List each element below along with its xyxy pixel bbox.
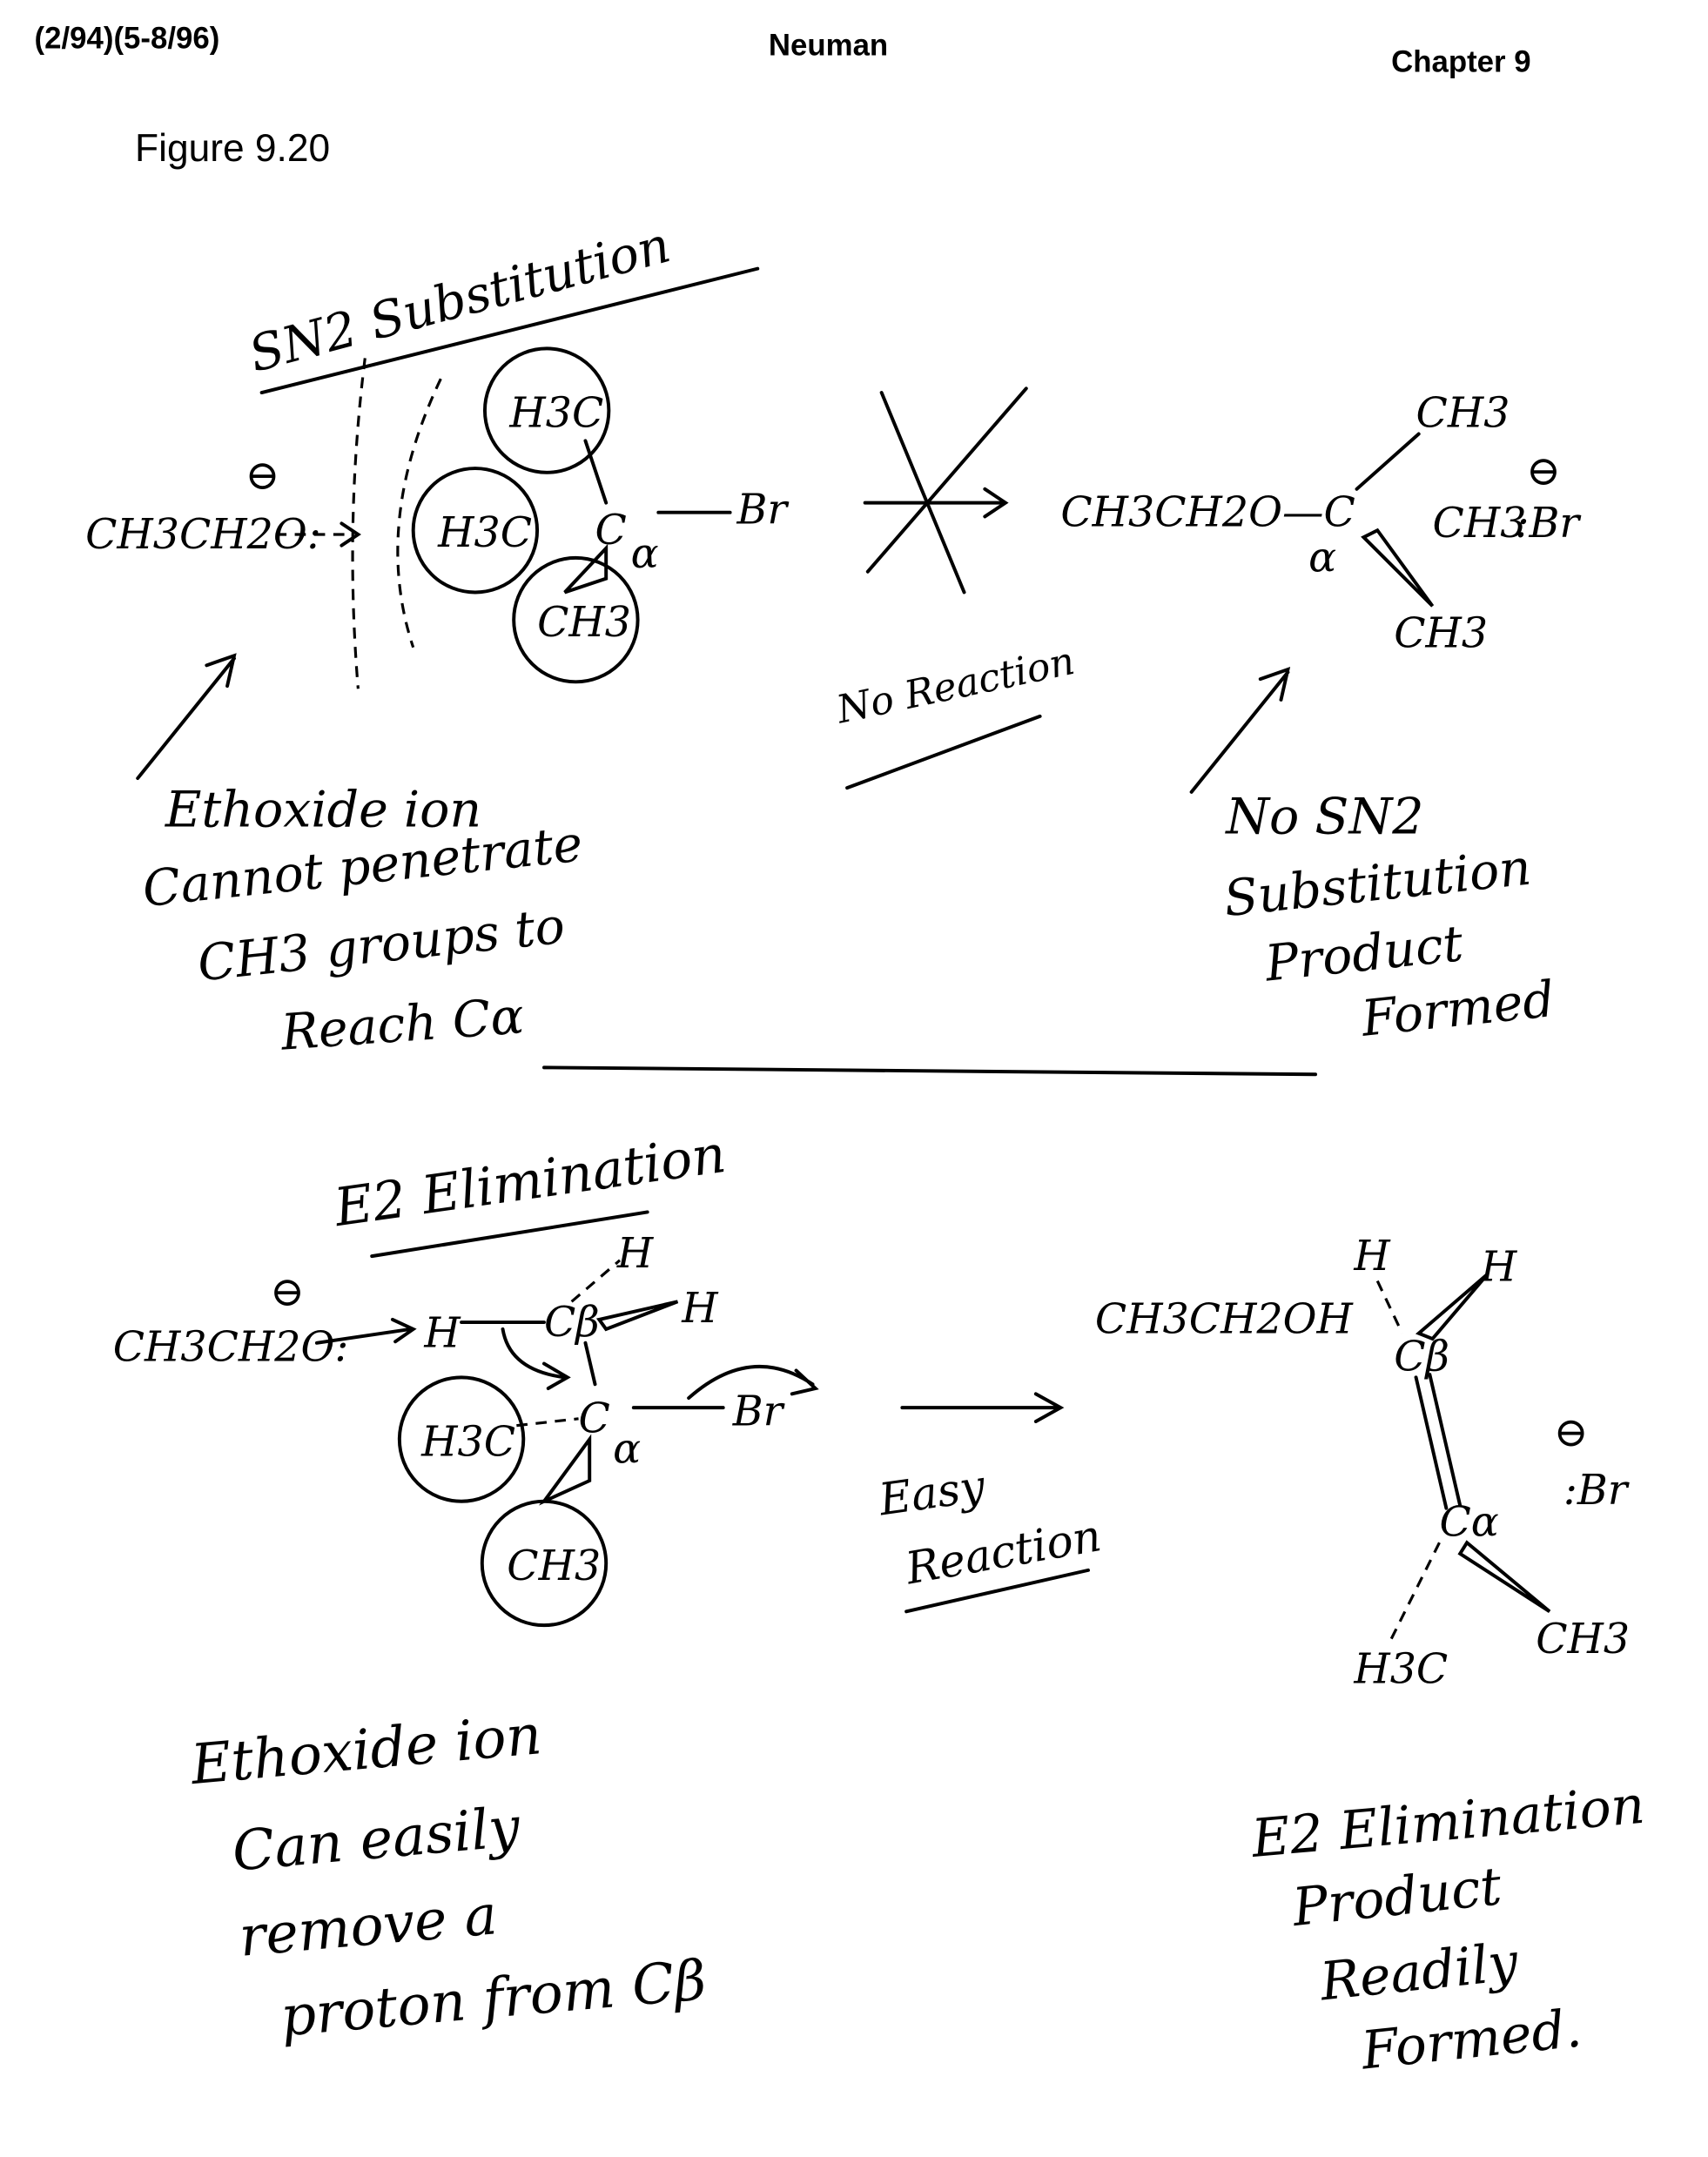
sn2-product-methyl-right: CH3 — [1433, 500, 1527, 548]
wedge-bond — [1457, 1540, 1551, 1613]
wedge-bond — [563, 543, 609, 595]
e2-beta-carbon: Cβ — [544, 1299, 600, 1347]
underline — [904, 1568, 1090, 1614]
e2-product-h-right: H — [1480, 1244, 1518, 1292]
e2-note-left-line: remove a — [237, 1882, 500, 1969]
e2-note-right-line: Readily — [1316, 1932, 1522, 2013]
negative-charge-icon: ⊖ — [1554, 1408, 1589, 1456]
sn2-note-left-line: CH3 groups to — [195, 897, 568, 993]
e2-alpha: α — [613, 1425, 641, 1473]
arrow-head-icon — [983, 487, 1009, 519]
steric-repulsion-lines — [396, 378, 442, 648]
methyl-circle — [512, 555, 640, 684]
cross-icon — [865, 386, 1028, 574]
sn2-product-methyl-bottom: CH3 — [1394, 610, 1488, 658]
e2-title-underline — [370, 1210, 649, 1259]
methyl-circle — [411, 467, 540, 595]
sn2-leaving-group: Br — [736, 486, 790, 534]
e2-product-methyl-left: H3C — [1353, 1646, 1448, 1694]
chapter-label: Chapter 9 — [1391, 44, 1530, 78]
easy-reaction-label: Easy — [875, 1460, 989, 1526]
e2-alpha-carbon: C — [579, 1395, 610, 1443]
methyl-circle — [482, 346, 611, 474]
sn2-product-methyl-top: CH3 — [1416, 390, 1510, 438]
e2-note-left-line: Ethoxide ion — [187, 1702, 543, 1797]
author-label: Neuman — [769, 28, 888, 62]
double-bond — [1414, 1375, 1449, 1510]
bond-line — [583, 439, 609, 505]
sn2-product-chain: CH3CH2O—C — [1060, 489, 1355, 537]
sn2-title-underline — [259, 266, 760, 395]
e2-h-top: H — [616, 1230, 655, 1278]
e2-title: E2 Elimination — [330, 1124, 730, 1239]
reaction-arrow — [900, 1392, 1065, 1423]
hash-bond — [570, 1259, 622, 1303]
sn2-note-left-line: Reach Cα — [279, 987, 526, 1061]
e2-nucleophile: CH3CH2O: — [113, 1323, 349, 1371]
e2-methyl-left: H3C — [420, 1419, 515, 1467]
e2-h-right: H — [681, 1285, 719, 1333]
sn2-carbon: C — [595, 507, 627, 554]
double-bond — [1428, 1373, 1463, 1508]
underline — [845, 714, 1042, 790]
electron-arrow-icon — [687, 1365, 819, 1401]
bond-line — [583, 1341, 597, 1387]
e2-methyl-bottom: CH3 — [507, 1542, 601, 1590]
sn2-bromide: :Br — [1515, 500, 1582, 548]
no-reaction-label: No Reaction — [832, 639, 1079, 733]
sn2-methyl-bottom: CH3 — [537, 599, 631, 647]
sn2-section: SN2 Substitution CH3CH2O: ⊖ H3C H3C CH3 … — [85, 216, 1582, 1061]
wedge-bond — [1415, 1273, 1489, 1341]
sn2-methyl-left: H3C — [437, 509, 532, 557]
e2-note-left-line: proton from Cβ — [278, 1947, 709, 2048]
sn2-title: SN2 Substitution — [243, 216, 676, 383]
e2-bromide: :Br — [1563, 1467, 1631, 1515]
sn2-alpha: α — [631, 530, 659, 578]
bond-line — [1355, 432, 1421, 491]
e2-product-methyl-right: CH3 — [1536, 1616, 1630, 1663]
sn2-methyl-top: H3C — [508, 390, 603, 438]
sn2-note-right-line: Substitution — [1221, 839, 1534, 929]
easy-reaction-label: Reaction — [901, 1509, 1105, 1595]
pointer-arrow-icon — [1189, 667, 1291, 794]
sn2-note-right-line: Formed — [1358, 971, 1557, 1048]
e2-note-right-line: Product — [1289, 1856, 1505, 1939]
sn2-note-right-line: Product — [1261, 915, 1466, 993]
e2-proton: H — [423, 1310, 461, 1358]
negative-charge-icon: ⊖ — [1526, 447, 1561, 495]
cross-icon — [879, 391, 966, 595]
attack-arrow — [314, 1317, 417, 1345]
methyl-circle — [397, 1375, 526, 1503]
e2-product-h-left: H — [1353, 1233, 1391, 1280]
section-divider — [542, 1065, 1318, 1077]
e2-product-alpha: Cα — [1439, 1498, 1498, 1546]
steric-repulsion-lines — [351, 358, 366, 689]
sn2-product-alpha: α — [1308, 534, 1336, 582]
sn2-note-right-line: No SN2 — [1224, 788, 1423, 845]
e2-product-beta: Cβ — [1394, 1333, 1449, 1381]
electron-arrow-icon — [501, 1327, 571, 1390]
wedge-bond — [1361, 527, 1435, 608]
e2-section: E2 Elimination CH3CH2O: ⊖ H Cβ H H H3C C… — [113, 1124, 1647, 2082]
e2-product-alcohol: CH3CH2OH — [1095, 1296, 1355, 1344]
wedge-bond — [538, 1434, 592, 1506]
hash-bond — [1375, 1280, 1404, 1334]
pointer-arrow-icon — [136, 653, 237, 781]
revision-label: (2/94)(5-8/96) — [35, 21, 220, 55]
negative-charge-icon: ⊖ — [245, 452, 280, 500]
sn2-note-left-line: Ethoxide ion — [165, 781, 481, 838]
hash-bond — [1389, 1542, 1441, 1640]
e2-note-left-line: Can easily — [230, 1794, 523, 1884]
arrow-head-icon — [340, 521, 361, 548]
methyl-circle — [480, 1499, 609, 1628]
e2-leaving-group: Br — [732, 1388, 786, 1436]
figure-label: Figure 9.20 — [135, 127, 330, 170]
e2-note-right-line: E2 Elimination — [1248, 1775, 1647, 1870]
wedge-bond — [595, 1300, 679, 1332]
negative-charge-icon: ⊖ — [270, 1268, 305, 1316]
hash-bond — [516, 1417, 579, 1428]
e2-note-right-line: Formed. — [1358, 1998, 1584, 2081]
